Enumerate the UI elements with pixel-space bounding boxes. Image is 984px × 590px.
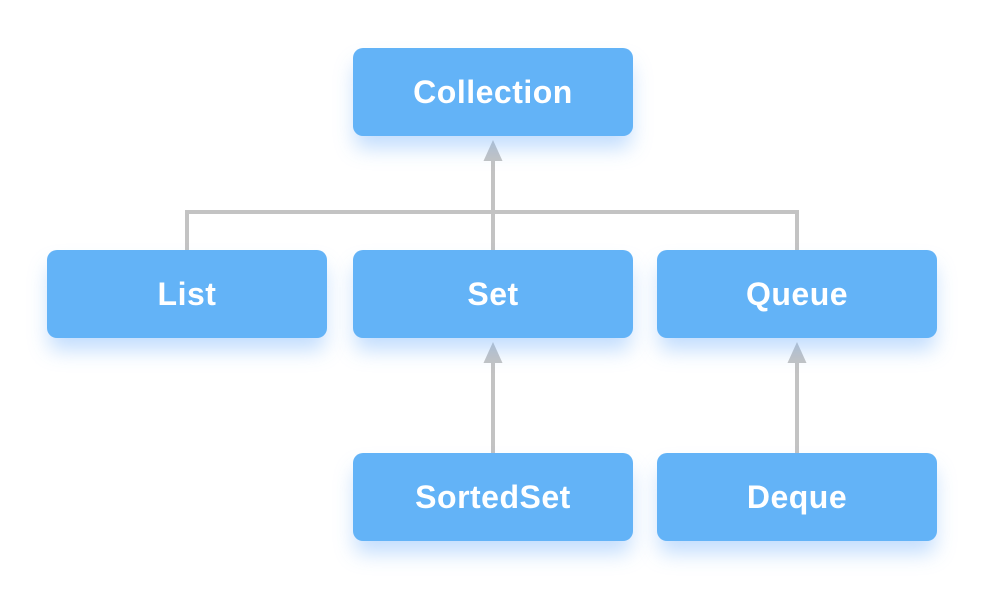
node-sortedset-label: SortedSet <box>415 478 571 515</box>
arrow-up-set-icon <box>483 342 503 363</box>
node-set-label: Set <box>467 275 519 312</box>
node-collection-label: Collection <box>413 73 573 110</box>
node-deque-label: Deque <box>746 478 848 515</box>
node-deque: Deque <box>657 453 937 541</box>
node-list-label: List <box>157 275 217 312</box>
node-set: Set <box>353 250 633 338</box>
node-sortedset: SortedSet <box>353 453 633 541</box>
connector-branch-list-queue <box>185 210 799 250</box>
arrow-up-collection-icon <box>483 140 503 161</box>
node-queue-label: Queue <box>745 275 849 312</box>
node-collection: Collection <box>353 48 633 136</box>
node-list: List <box>47 250 327 338</box>
arrow-up-queue-icon <box>787 342 807 363</box>
node-queue: Queue <box>657 250 937 338</box>
